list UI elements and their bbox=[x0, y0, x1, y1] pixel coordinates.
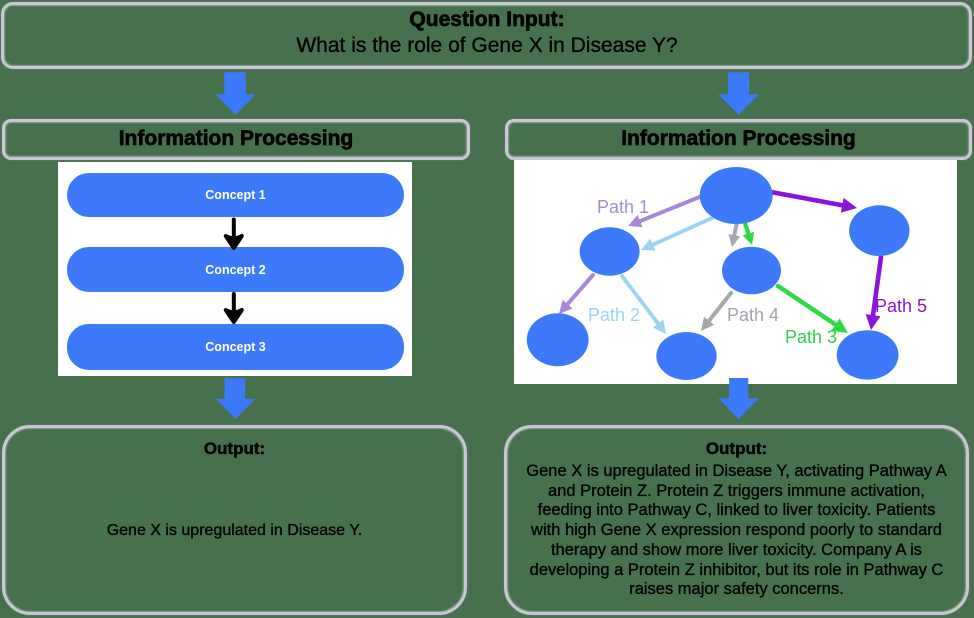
svg-text:Path 4: Path 4 bbox=[727, 305, 779, 325]
svg-text:Path 5: Path 5 bbox=[875, 296, 927, 316]
svg-text:Path 3: Path 3 bbox=[785, 327, 837, 347]
svg-text:Path 2: Path 2 bbox=[588, 305, 640, 325]
svg-text:Path 1: Path 1 bbox=[597, 197, 649, 217]
